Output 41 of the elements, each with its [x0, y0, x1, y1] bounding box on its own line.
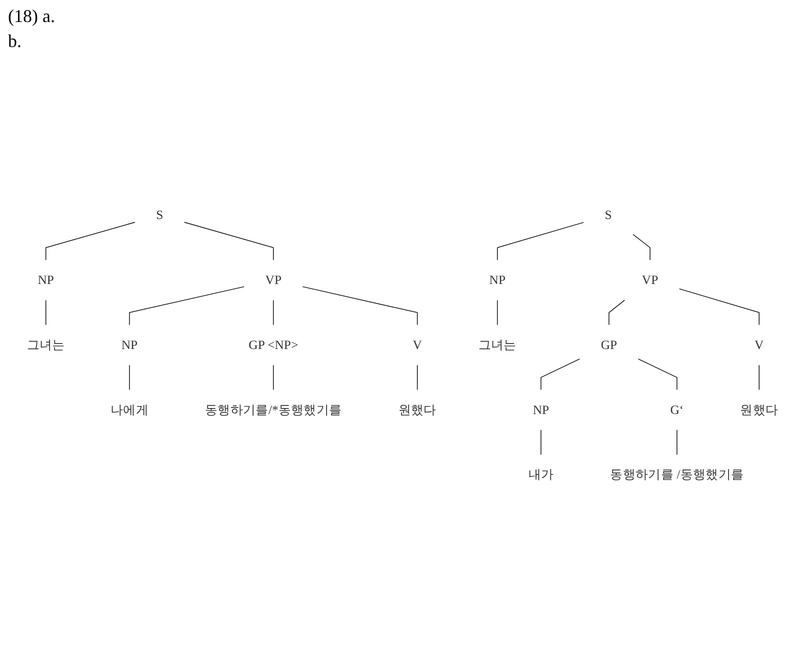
node-text: 동행하기를/*동행했기를 [204, 402, 342, 417]
node-text: GP <NP> [248, 338, 298, 352]
connector [676, 430, 678, 456]
node-text: G‘ [670, 402, 684, 417]
connector [129, 286, 244, 326]
node-text: 동행하기를 /동행했기를 [610, 467, 744, 482]
node-text: NP [532, 402, 550, 417]
connector [184, 222, 274, 260]
node-text: V [412, 338, 422, 352]
node-text: 원했다 [398, 402, 436, 417]
node-text: NP [489, 272, 506, 287]
node-text: NP [38, 272, 54, 287]
connector [540, 358, 580, 390]
connector [416, 364, 418, 390]
node-text: NP [121, 338, 138, 352]
connector [638, 358, 678, 390]
connector [273, 300, 274, 326]
node-text: VP [642, 272, 658, 287]
node-text: S [604, 208, 612, 222]
connector [608, 300, 625, 326]
node-text: S [156, 208, 164, 222]
node-text: GP [600, 338, 618, 352]
connector [497, 222, 584, 260]
connector [129, 364, 130, 390]
node-text: V [754, 338, 764, 352]
node-text: 나에게 [110, 402, 149, 417]
connector [632, 234, 650, 260]
connector [302, 286, 418, 326]
node-text: VP [265, 272, 282, 287]
node-text: 그녀는 [478, 338, 516, 352]
connector [497, 300, 498, 326]
node-text: 원했다 [740, 402, 778, 417]
node-text: 내가 [528, 467, 554, 482]
connector [46, 222, 136, 260]
connector [540, 430, 542, 456]
node-text: 그녀는 [26, 338, 65, 352]
example-label: (18) a. [8, 6, 55, 27]
connector [758, 364, 760, 390]
example-label: b. [8, 31, 22, 52]
connector [678, 288, 760, 326]
connector [273, 364, 274, 390]
